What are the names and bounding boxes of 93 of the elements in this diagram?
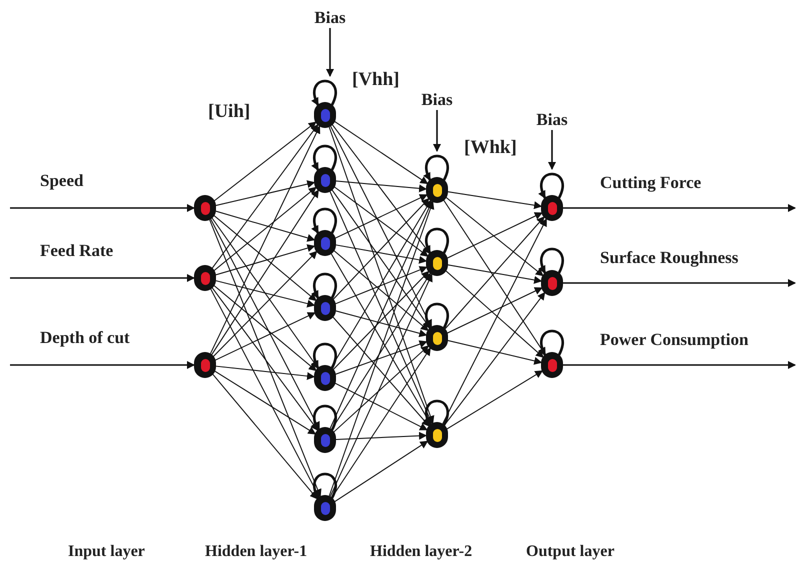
bias-label: Bias — [421, 90, 453, 110]
connection-arrow — [445, 270, 544, 358]
connection-arrow — [328, 201, 434, 496]
weight-label: [Uih] — [208, 100, 250, 124]
self-loop-arrow — [538, 248, 564, 274]
connection-arrow — [334, 382, 428, 430]
connection-arrow — [444, 216, 545, 330]
connection-arrow — [335, 310, 428, 338]
connection-arrow — [215, 210, 316, 242]
connection-arrow — [446, 212, 543, 259]
bias-label: Bias — [536, 110, 568, 130]
connection-arrow — [446, 287, 543, 334]
connection-arrow — [334, 194, 428, 239]
connection-arrow — [333, 345, 430, 433]
connection-arrow — [442, 218, 547, 424]
connection-arrow — [214, 312, 316, 361]
input-arrow — [10, 204, 195, 212]
weight-label: [Whk] — [464, 136, 517, 160]
connection-arrow — [335, 340, 428, 375]
connection-arrow — [334, 440, 428, 502]
connection-arrow — [332, 316, 430, 427]
layer-label: Input layer — [68, 542, 145, 562]
output-arrow — [563, 204, 796, 212]
connection-arrow — [212, 124, 318, 269]
connection-arrow — [214, 285, 317, 372]
input-arrow — [10, 361, 195, 369]
edge-label: Power Consumption — [600, 329, 748, 351]
bias-arrow — [326, 28, 334, 77]
bias-arrow — [548, 130, 556, 170]
layer-label: Hidden layer-2 — [370, 542, 472, 562]
self-loop-arrow — [312, 272, 337, 299]
layer-label: Output layer — [526, 542, 614, 562]
layer-label: Hidden layer-1 — [205, 542, 308, 562]
edge-label: Cutting Force — [600, 172, 702, 194]
connection-arrow — [334, 120, 428, 184]
self-loop-arrow — [312, 80, 337, 106]
self-loop-arrow — [312, 342, 337, 369]
output-arrow — [563, 279, 796, 287]
connection-arrow — [215, 244, 316, 276]
connection-arrow — [333, 250, 429, 332]
connection-arrow — [446, 370, 544, 430]
connection-arrow — [215, 280, 316, 308]
connection-arrow — [210, 125, 320, 354]
bias-label: Bias — [314, 8, 346, 28]
connection-arrow — [335, 244, 428, 264]
connection-arrow — [334, 266, 428, 304]
edge-label: Speed — [40, 170, 84, 192]
connection-arrow — [330, 274, 432, 498]
connection-arrow — [211, 189, 319, 356]
self-loop-arrow — [312, 144, 337, 171]
self-loop-arrow — [424, 302, 449, 329]
connection-arrow — [447, 191, 542, 210]
weight-label: [Vhh] — [352, 68, 400, 92]
connection-arrow — [335, 180, 428, 192]
connection-arrow — [214, 122, 317, 202]
connection-arrow — [446, 196, 544, 276]
connection-arrow — [210, 218, 320, 430]
connection-arrow — [328, 126, 434, 424]
edge-label: Surface Roughness — [600, 247, 738, 269]
connection-arrow — [215, 366, 316, 380]
self-loop-arrow — [312, 208, 337, 234]
bias-arrow — [433, 110, 441, 152]
output-arrow — [563, 361, 796, 369]
connection-arrow — [209, 219, 322, 498]
connection-arrow — [332, 189, 431, 329]
connection-arrow — [212, 250, 318, 358]
connection-arrow — [336, 432, 427, 440]
self-loop-arrow — [424, 400, 449, 426]
connection-arrow — [212, 217, 319, 369]
connection-arrow — [210, 288, 320, 498]
connection-arrow — [212, 287, 318, 432]
connection-arrow — [214, 370, 316, 434]
connection-arrow — [447, 340, 542, 365]
connection-arrow — [214, 215, 317, 302]
self-loop-arrow — [538, 330, 564, 356]
edge-label: Feed Rate — [40, 240, 114, 262]
connection-arrow — [332, 124, 430, 254]
input-arrow — [10, 274, 195, 282]
connection-arrow — [214, 186, 317, 272]
connection-arrow — [215, 180, 316, 206]
connection-arrow — [332, 270, 430, 370]
self-loop-arrow — [312, 472, 337, 499]
self-loop-arrow — [424, 154, 449, 181]
edge-label: Depth of cut — [40, 327, 130, 349]
self-loop-arrow — [424, 228, 449, 254]
self-loop-arrow — [538, 172, 564, 199]
connection-arrow — [334, 186, 428, 257]
self-loop-arrow — [312, 404, 337, 431]
connection-arrow — [332, 198, 430, 300]
connection-arrow — [447, 264, 542, 284]
connection-arrow — [330, 126, 432, 328]
connection-arrow — [212, 374, 318, 500]
connection-arrow — [444, 292, 546, 426]
